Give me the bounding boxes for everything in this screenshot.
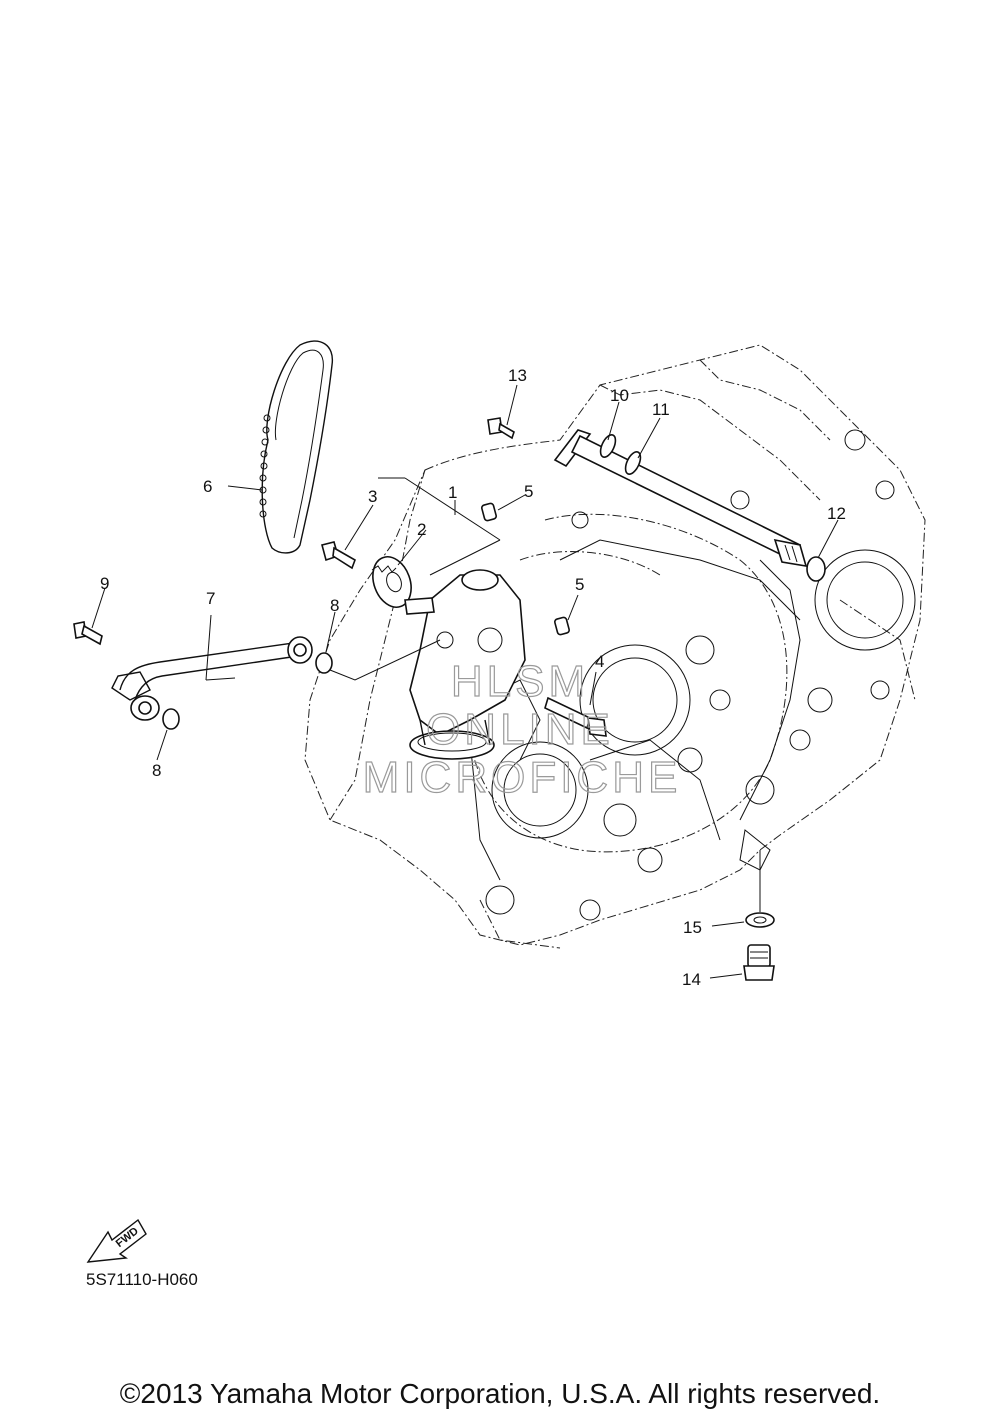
part-1-oil-pump (404, 569, 526, 760)
leader-lines (91, 384, 839, 979)
part-12-oring (806, 556, 826, 582)
crankcase-outline (304, 344, 926, 949)
callout-12: 12 (827, 504, 846, 523)
part-5-dowel-upper (481, 502, 497, 522)
callout-9: 9 (100, 574, 109, 593)
callout-11: 11 (652, 400, 670, 419)
callout-10: 10 (610, 386, 629, 405)
callout-13: 13 (508, 366, 527, 385)
part-11-oring (624, 451, 642, 475)
callout-3: 3 (368, 487, 377, 506)
callout-2: 2 (417, 520, 426, 539)
part-14-drain-plug (743, 944, 775, 981)
part-5-dowel-lower (554, 616, 570, 636)
part-15-washer (745, 912, 775, 928)
part-13-bolt (487, 417, 515, 440)
crankcase-features (469, 429, 916, 921)
part-8-oring-lower (162, 708, 180, 730)
callout-8-lower: 8 (152, 761, 161, 780)
part-6-chain (259, 340, 334, 554)
callout-4: 4 (595, 652, 604, 671)
part-7-pipe (111, 636, 313, 721)
watermark: HLSM ONLINE MICROFICHE (362, 656, 682, 802)
part-9-bolt (73, 621, 103, 646)
watermark-line-3: MICROFICHE (363, 753, 682, 802)
fwd-arrow: FWD (86, 1218, 147, 1263)
chain-links (259, 414, 271, 518)
callout-7: 7 (206, 589, 215, 608)
part-4-bolt (544, 696, 607, 737)
callout-6: 6 (203, 477, 212, 496)
callout-14: 14 (682, 970, 701, 989)
fwd-arrow-icon-label: FWD (114, 1225, 141, 1250)
part-2-sprocket (371, 556, 412, 608)
callout-5-lower: 5 (575, 575, 584, 594)
callout-1: 1 (448, 483, 457, 502)
callout-labels: 1 2 3 4 5 5 6 7 8 8 9 10 11 12 13 14 15 (100, 366, 846, 989)
watermark-line-1: HLSM (451, 657, 589, 706)
part-3-bolt (321, 541, 356, 570)
callout-5-upper: 5 (524, 482, 533, 501)
diagram-code: 5S71110-H060 (86, 1270, 198, 1289)
part-8-oring-upper (315, 652, 333, 674)
copyright-notice: ©2013 Yamaha Motor Corporation, U.S.A. A… (119, 1378, 881, 1409)
callout-8-upper: 8 (330, 596, 339, 615)
watermark-line-2: ONLINE (426, 705, 614, 754)
callout-15: 15 (683, 918, 702, 937)
part-10-shaft (553, 429, 808, 567)
